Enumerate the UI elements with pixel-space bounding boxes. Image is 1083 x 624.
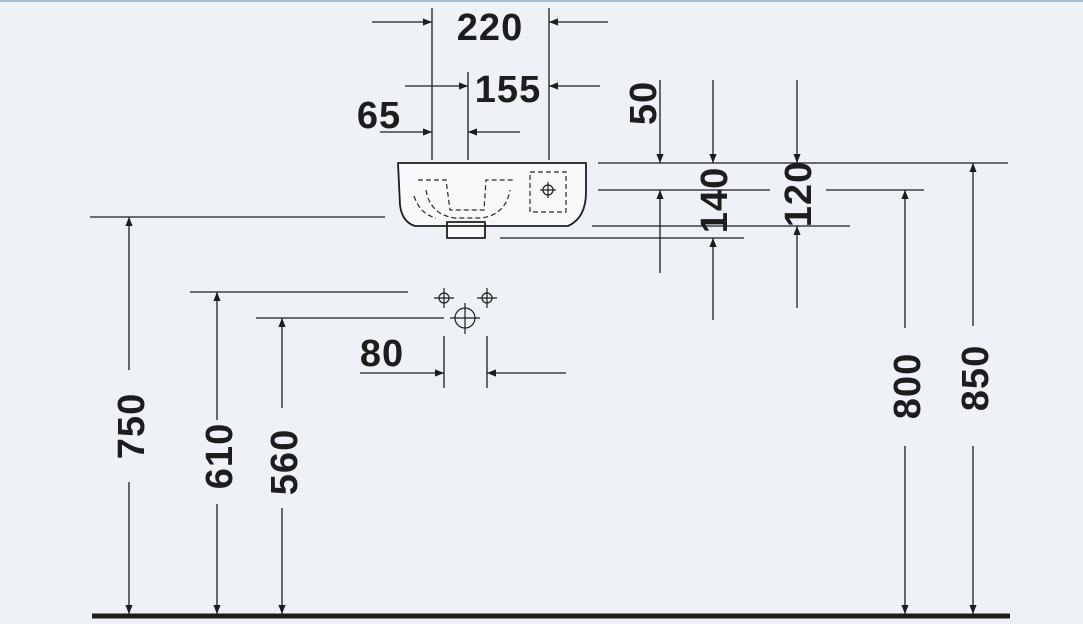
dimension-800-label: 800 [887, 353, 929, 419]
dimension-80 [360, 336, 566, 388]
washbasin-hidden-lines [413, 171, 567, 219]
dimension-155-label: 155 [475, 69, 541, 111]
height-reference-lines-left [190, 291, 444, 319]
dimension-65-label: 65 [357, 95, 401, 137]
dimension-750-label: 750 [111, 393, 153, 459]
top-border [0, 0, 1083, 2]
dimension-610-label: 610 [199, 423, 241, 489]
dimension-155 [405, 72, 600, 160]
dimension-220-label: 220 [457, 7, 523, 49]
washbasin-outline [397, 162, 587, 239]
tap-hole-marker [540, 182, 556, 198]
dimension-80-label: 80 [360, 333, 404, 375]
dimension-50-label: 50 [623, 81, 665, 125]
supply-connection-markers [434, 288, 497, 308]
dimension-140-label: 140 [694, 167, 736, 233]
waste-connection-marker [450, 303, 480, 334]
dimension-560-label: 560 [264, 429, 306, 495]
dimension-120-label: 120 [778, 161, 820, 227]
dimension-850-label: 850 [955, 345, 997, 411]
